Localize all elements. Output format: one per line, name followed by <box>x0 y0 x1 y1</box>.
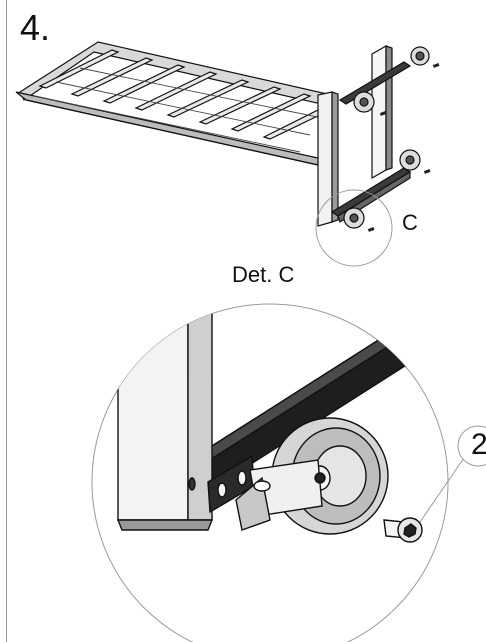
part-number-circle <box>457 425 486 467</box>
rack-assembly-drawing <box>15 41 440 232</box>
hex-socket-bolt <box>383 517 423 543</box>
callout-label: C <box>402 210 418 235</box>
callout-circle <box>315 189 393 267</box>
step-number: 4. <box>20 7 51 48</box>
part-leader-line <box>419 454 467 523</box>
part-number: 2 <box>471 428 486 461</box>
caster-wheel-detail <box>91 303 449 642</box>
detail-title: Det. C <box>232 262 295 287</box>
page-border <box>6 0 7 642</box>
